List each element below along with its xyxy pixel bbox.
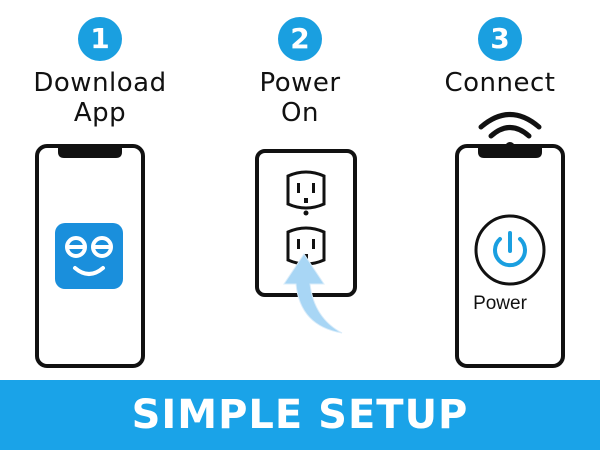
step-power-on: 2 Power On — [200, 0, 400, 380]
step-title: Power On — [200, 68, 400, 128]
step-connect: 3 Connect Power — [400, 0, 600, 380]
power-button-icon — [474, 214, 546, 286]
smartphone-icon — [35, 144, 145, 368]
step-title-line-1: Power — [259, 68, 341, 98]
power-label: Power — [473, 293, 527, 314]
plug-arrow-icon — [283, 253, 343, 334]
step-title-line-2: App — [73, 98, 127, 128]
step-title: Download App — [0, 68, 200, 128]
smartphone-icon — [455, 112, 565, 368]
step-number-badge: 2 — [278, 17, 322, 61]
step-number-badge: 3 — [478, 17, 522, 61]
step-title-line-2: On — [281, 98, 319, 128]
wall-outlet-icon — [255, 149, 357, 334]
simple-setup-banner: SIMPLE SETUP — [0, 380, 600, 450]
step-title: Connect — [400, 68, 600, 98]
step-number-badge: 1 — [78, 17, 122, 61]
step-download-app: 1 Download App — [0, 0, 200, 380]
app-face-icon — [55, 223, 123, 289]
step-title-line-1: Connect — [444, 68, 556, 98]
step-title-line-1: Download — [33, 68, 167, 98]
